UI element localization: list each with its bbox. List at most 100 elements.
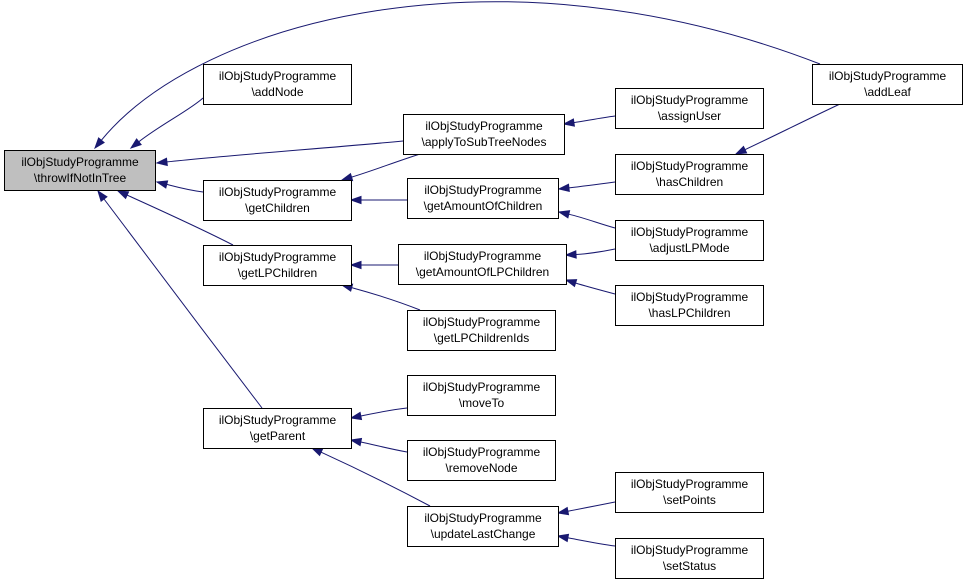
node-box <box>615 285 764 326</box>
node-throwIfNotInTree[interactable]: ilObjStudyProgramme\throwIfNotInTree <box>4 150 156 191</box>
node-class-label: ilObjStudyProgramme <box>423 380 541 394</box>
node-getParent[interactable]: ilObjStudyProgramme\getParent <box>203 408 352 449</box>
node-getAmountOfChildren[interactable]: ilObjStudyProgramme \getAmountOfChildren <box>407 178 559 219</box>
edge-line <box>575 282 616 295</box>
node-method-label: \setStatus <box>663 559 716 573</box>
arrowhead-icon <box>155 157 168 167</box>
node-method-label: \setPoints <box>663 493 716 507</box>
node-adjustLPMode[interactable]: ilObjStudyProgramme\adjustLPMode <box>615 220 764 261</box>
node-hasLPChildren[interactable]: ilObjStudyProgramme\hasLPChildren <box>615 285 764 326</box>
node-class-label: ilObjStudyProgramme <box>423 315 541 329</box>
node-method-label: \moveTo <box>459 396 505 410</box>
node-class-label: ilObjStudyProgramme <box>631 159 749 173</box>
node-class-label: ilObjStudyProgramme <box>424 183 542 197</box>
edge-applyToSubTreeNodes-to-throwIfNotInTree <box>155 140 404 167</box>
node-box <box>407 506 559 547</box>
arrowhead-icon <box>564 250 577 259</box>
node-addNode[interactable]: ilObjStudyProgramme \addNode <box>203 64 352 105</box>
node-class-label: ilObjStudyProgramme <box>424 249 542 263</box>
node-method-label: \applyToSubTreeNodes <box>422 135 547 149</box>
edge-line <box>166 140 404 163</box>
edge-line <box>351 153 421 178</box>
edge-line <box>575 248 616 255</box>
node-box <box>615 154 764 195</box>
edge-hasChildren-to-getAmountOfChildren <box>557 181 616 193</box>
node-setPoints[interactable]: ilObjStudyProgramme \setPoints <box>615 472 764 513</box>
node-class-label: ilObjStudyProgramme <box>829 69 947 83</box>
node-method-label: \addNode <box>251 85 303 99</box>
node-getAmountOfLPChildren[interactable]: ilObjStudyProgramme\getAmountOfLPChildre… <box>398 244 567 285</box>
arrowhead-icon <box>556 506 570 516</box>
node-class-label: ilObjStudyProgramme <box>423 445 541 459</box>
edge-getAmountOfLPChildren-to-getLPChildren <box>349 260 398 270</box>
node-method-label: \getAmountOfChildren <box>424 199 543 213</box>
edge-updateLastChange-to-getParent <box>310 447 431 507</box>
node-method-label: \throwIfNotInTree <box>34 171 127 185</box>
edge-line <box>360 407 408 417</box>
edge-line <box>568 181 616 189</box>
node-method-label: \updateLastChange <box>431 527 536 541</box>
node-class-label: ilObjStudyProgramme <box>631 93 749 107</box>
node-class-label: ilObjStudyProgramme <box>631 477 749 491</box>
node-box <box>4 150 156 191</box>
node-getLPChildren[interactable]: ilObjStudyProgramme\getLPChildren <box>203 245 352 286</box>
node-box <box>615 220 764 261</box>
node-box <box>398 244 567 285</box>
edge-line <box>138 97 204 143</box>
node-box <box>403 114 565 155</box>
node-box <box>407 375 556 416</box>
node-method-label: \assignUser <box>658 109 721 123</box>
arrowhead-icon <box>562 118 575 127</box>
node-getChildren[interactable]: ilObjStudyProgramme \getChildren <box>203 180 352 221</box>
arrowhead-icon <box>94 137 105 150</box>
node-removeNode[interactable]: ilObjStudyProgramme \removeNode <box>407 440 556 481</box>
node-box <box>203 180 352 221</box>
arrowhead-icon <box>155 180 169 189</box>
edge-applyToSubTreeNodes-to-getChildren <box>340 153 421 182</box>
edge-line <box>567 501 616 512</box>
node-getLPChildrenIds[interactable]: ilObjStudyProgramme \getLPChildrenIds <box>407 310 556 351</box>
node-box <box>615 88 764 129</box>
node-addLeaf[interactable]: ilObjStudyProgramme \addLeaf <box>812 64 963 105</box>
edge-line <box>100 1 821 141</box>
node-box <box>203 245 352 286</box>
node-box <box>812 64 963 105</box>
node-class-label: ilObjStudyProgramme <box>631 543 749 557</box>
arrowhead-icon <box>734 145 748 155</box>
node-method-label: \getParent <box>250 429 306 443</box>
node-box <box>203 408 352 449</box>
node-applyToSubTreeNodes[interactable]: ilObjStudyProgramme\applyToSubTreeNodes <box>403 114 565 155</box>
edge-adjustLPMode-to-getAmountOfChildren <box>557 210 616 229</box>
node-class-label: ilObjStudyProgramme <box>219 185 337 199</box>
node-class-label: ilObjStudyProgramme <box>631 290 749 304</box>
edge-getChildren-to-throwIfNotInTree <box>155 180 204 193</box>
edge-line <box>126 194 234 246</box>
node-moveTo[interactable]: ilObjStudyProgramme \moveTo <box>407 375 556 416</box>
node-method-label: \getChildren <box>245 201 310 215</box>
arrowhead-icon <box>557 183 570 193</box>
edge-getParent-to-throwIfNotInTree <box>97 189 263 409</box>
node-box <box>203 64 352 105</box>
edge-getLPChildren-to-throwIfNotInTree <box>116 190 234 246</box>
node-box <box>407 310 556 351</box>
arrowhead-icon <box>557 210 571 219</box>
edge-line <box>573 115 616 124</box>
node-hasChildren[interactable]: ilObjStudyProgramme \hasChildren <box>615 154 764 195</box>
node-updateLastChange[interactable]: ilObjStudyProgramme \updateLastChange <box>407 506 559 547</box>
edge-line <box>166 183 204 193</box>
arrowhead-icon <box>349 260 362 270</box>
node-method-label: \getLPChildrenIds <box>434 331 529 345</box>
edge-addNode-to-throwIfNotInTree <box>129 97 204 149</box>
node-assignUser[interactable]: ilObjStudyProgramme \assignUser <box>615 88 764 129</box>
node-class-label: ilObjStudyProgramme <box>219 69 337 83</box>
node-method-label: \addLeaf <box>864 85 911 99</box>
node-class-label: ilObjStudyProgramme <box>424 511 542 525</box>
node-method-label: \removeNode <box>445 461 517 475</box>
node-setStatus[interactable]: ilObjStudyProgramme \setStatus <box>615 538 764 579</box>
edge-getAmountOfChildren-to-getChildren <box>349 195 407 205</box>
edge-setStatus-to-updateLastChange <box>556 533 616 547</box>
edge-line <box>351 287 421 311</box>
node-box <box>407 178 559 219</box>
node-method-label: \hasChildren <box>656 175 723 189</box>
